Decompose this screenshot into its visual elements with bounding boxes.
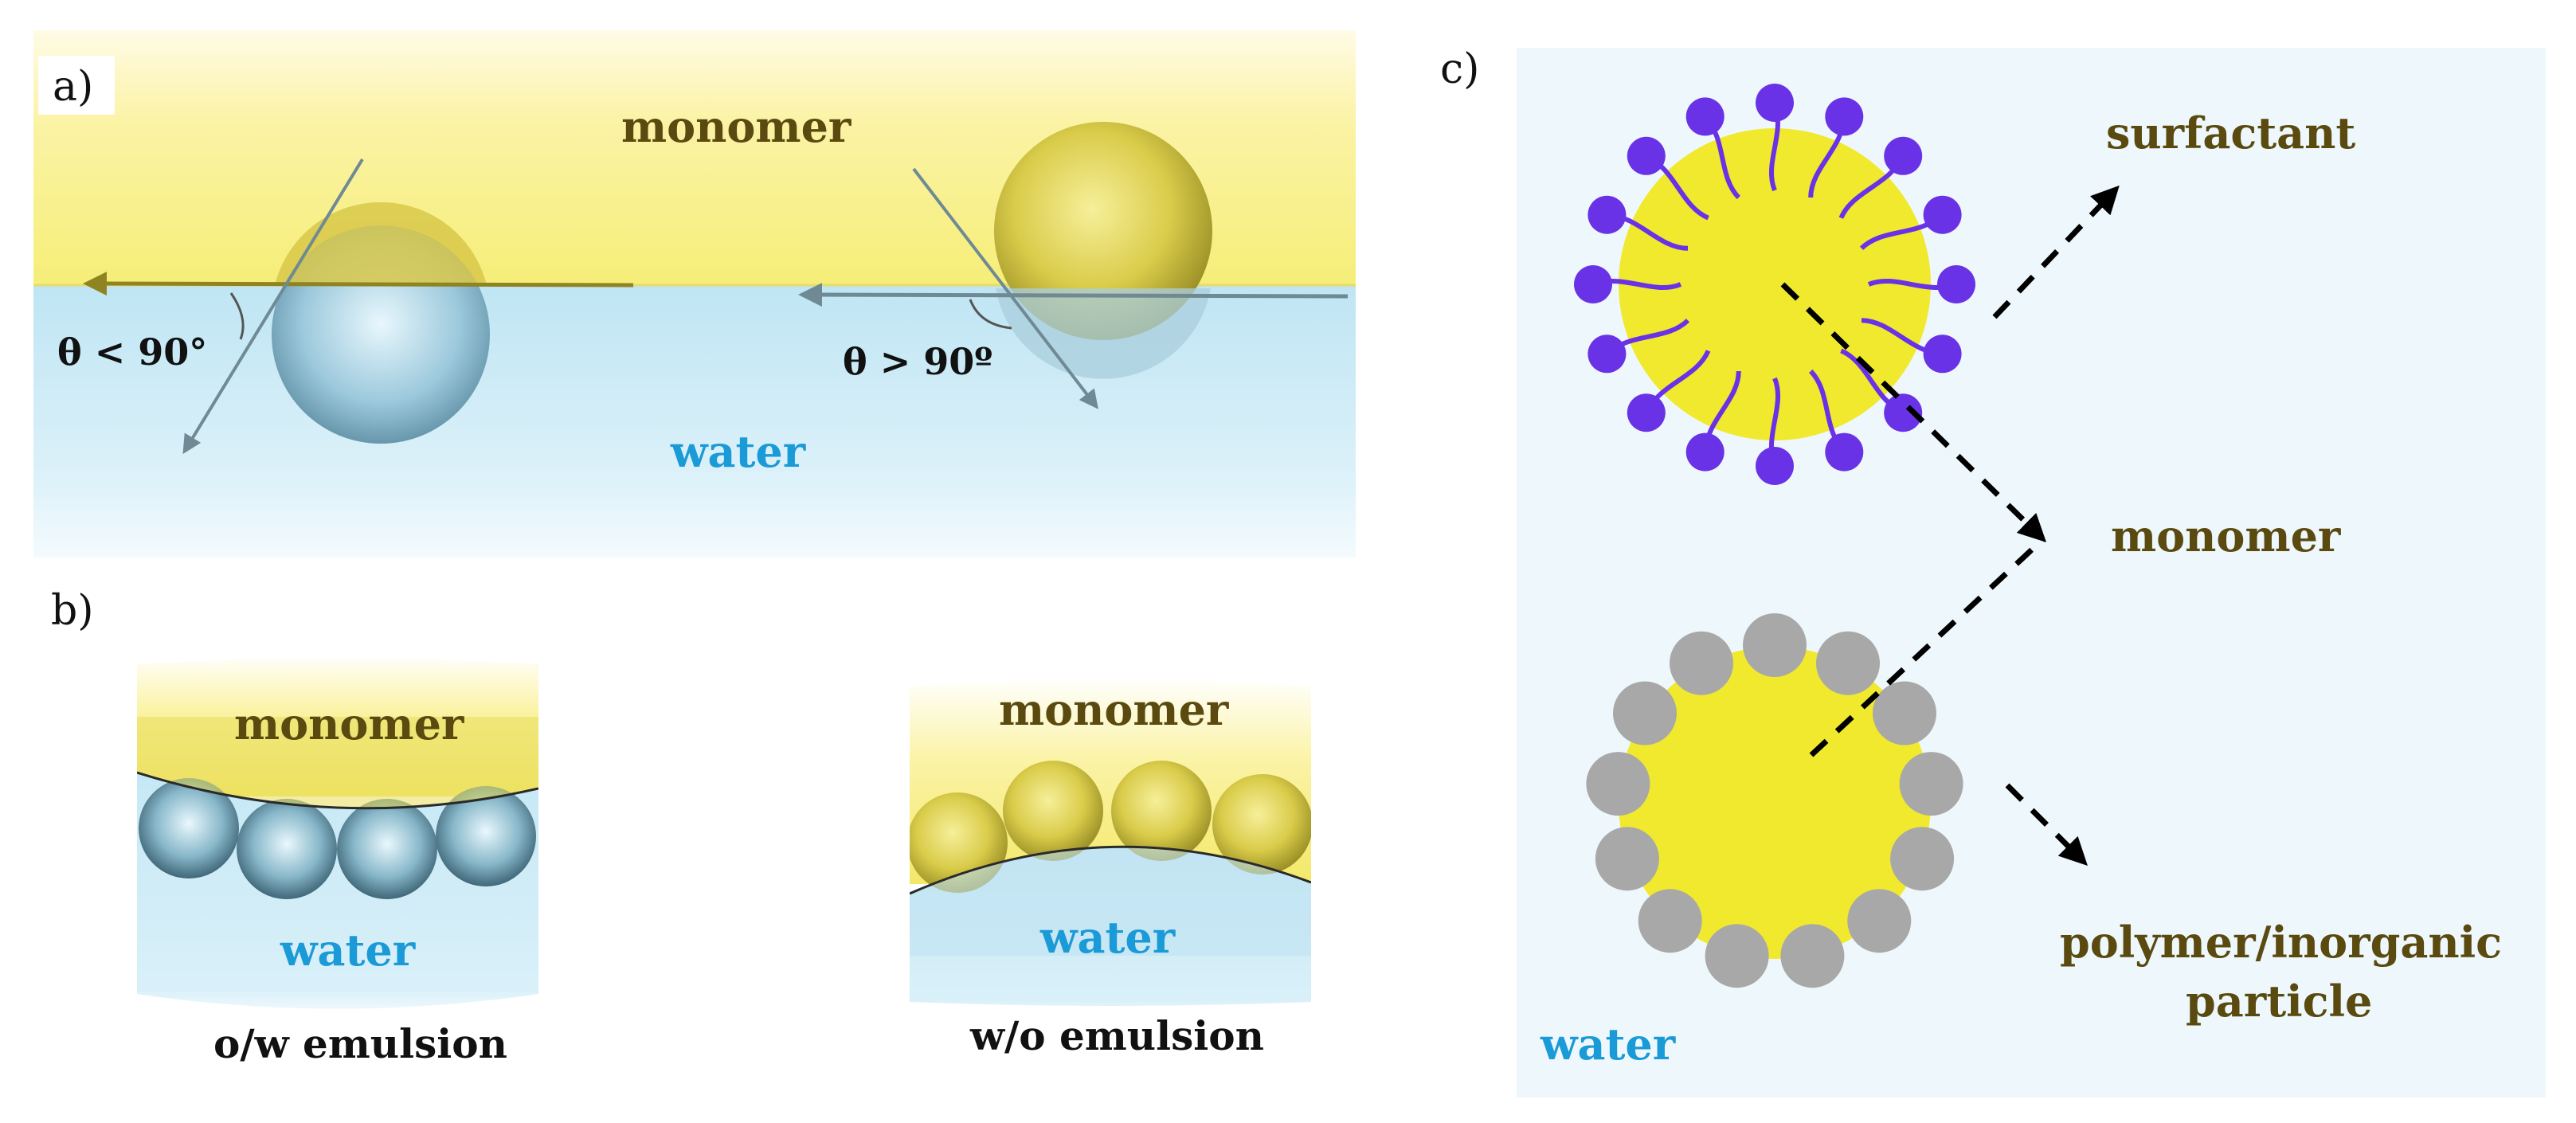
surfactant-head — [1587, 335, 1627, 374]
surfactant-head — [1685, 432, 1725, 472]
contact-line-left — [182, 158, 364, 455]
stabilizer-particle — [1586, 752, 1650, 816]
stabilizer-particle — [1890, 827, 1955, 891]
angle-arc-left — [229, 292, 245, 340]
water-overlay-br — [910, 847, 1311, 956]
surfactant-head — [1923, 195, 1962, 234]
angle-label-right: θ > 90º — [843, 340, 992, 383]
interface-bl — [137, 771, 538, 810]
stabilizer-particle — [1670, 631, 1733, 695]
water-label-a: water — [670, 426, 806, 477]
arrow-to-particle — [2005, 783, 2088, 866]
stabilizer-particle — [1743, 613, 1807, 677]
surfactant-molecules — [1574, 84, 1975, 485]
stabilizer-particles — [1586, 613, 1963, 988]
tangent-arrow-right — [798, 283, 1349, 307]
stabilizer-particle — [1638, 889, 1702, 953]
particle-bl-3 — [337, 799, 437, 899]
surfactant-head — [1685, 97, 1725, 136]
droplet-surfactant — [1619, 128, 1931, 440]
panel-a-tag: a) — [53, 63, 93, 111]
tangent-arrow-left — [83, 272, 634, 296]
angle-label-left: θ < 90° — [57, 331, 207, 374]
interface-br — [910, 845, 1311, 895]
particle-hydrophobic — [994, 122, 1212, 340]
angle-arc-right — [969, 299, 1012, 330]
stabilizer-particle — [1816, 631, 1880, 695]
particle-bl-4 — [436, 786, 536, 886]
particle-br-4 — [1212, 774, 1311, 875]
particle-br-2 — [1003, 761, 1103, 861]
panel-b-tag: b) — [51, 587, 94, 635]
surfactant-head — [1627, 393, 1666, 432]
surfactant-head — [1825, 432, 1864, 472]
monomer-label-br: monomer — [999, 684, 1229, 735]
particle-bl-1 — [139, 778, 239, 878]
surfactant-head — [1884, 136, 1923, 175]
monomer-label-c: monomer — [2111, 511, 2341, 562]
particle-hydrophilic-top — [275, 202, 487, 285]
monomer-label-bl: monomer — [234, 698, 464, 749]
particle-label-line2: particle — [2186, 976, 2372, 1027]
water-label-c: water — [1540, 1019, 1676, 1070]
water-label-br: water — [1039, 912, 1176, 963]
caption-ow-emulsion: o/w emulsion — [213, 1020, 507, 1067]
surfactant-head — [1627, 136, 1666, 175]
stabilizer-particle — [1780, 924, 1845, 988]
monomer-label-a: monomer — [621, 101, 851, 152]
panel-c: surfactant monomer polymer/inorganic par… — [1517, 48, 2546, 1098]
surfactant-head — [1923, 335, 1962, 374]
arrow-to-monomer-from-top — [1780, 282, 2047, 542]
panel-b-wo: monomer water w/o emulsion — [910, 679, 1311, 1059]
particle-bl-2 — [237, 799, 337, 899]
surfactant-head — [1937, 265, 1975, 303]
stabilizer-particle — [1613, 681, 1677, 745]
surfactant-head — [1574, 265, 1612, 303]
surfactant-head — [1884, 393, 1923, 432]
surfactant-head — [1756, 84, 1794, 122]
stabilizer-particle — [1847, 889, 1912, 953]
stabilizer-particle — [1705, 924, 1769, 988]
caption-wo-emulsion: w/o emulsion — [969, 1012, 1264, 1059]
arrow-to-monomer-from-bottom — [1809, 536, 2046, 757]
contact-line-right — [912, 167, 1098, 409]
particle-label-line1: polymer/inorganic — [2060, 917, 2502, 968]
panel-a-tag-bg — [38, 56, 115, 115]
stabilizer-particle — [1873, 681, 1936, 745]
surfactant-label: surfactant — [2106, 108, 2355, 158]
surfactant-head — [1825, 97, 1864, 136]
panel-b-ow: monomer water o/w emulsion — [137, 659, 538, 1067]
panel-a: θ < 90° θ > 90º monomer water a) — [33, 30, 1356, 558]
particle-hydrophobic-bottom — [996, 288, 1211, 379]
panel-c-tag: c) — [1440, 45, 1479, 93]
stabilizer-particle — [1899, 752, 1963, 816]
stabilizer-particle — [1595, 827, 1659, 891]
monomer-overlay-bl — [137, 717, 538, 808]
droplet-pickering — [1619, 647, 1931, 959]
particle-br-3 — [1111, 761, 1212, 861]
water-label-bl: water — [280, 925, 416, 976]
surfactant-head — [1756, 447, 1794, 485]
arrow-to-surfactant — [1992, 185, 2120, 319]
surfactant-head — [1587, 195, 1627, 234]
